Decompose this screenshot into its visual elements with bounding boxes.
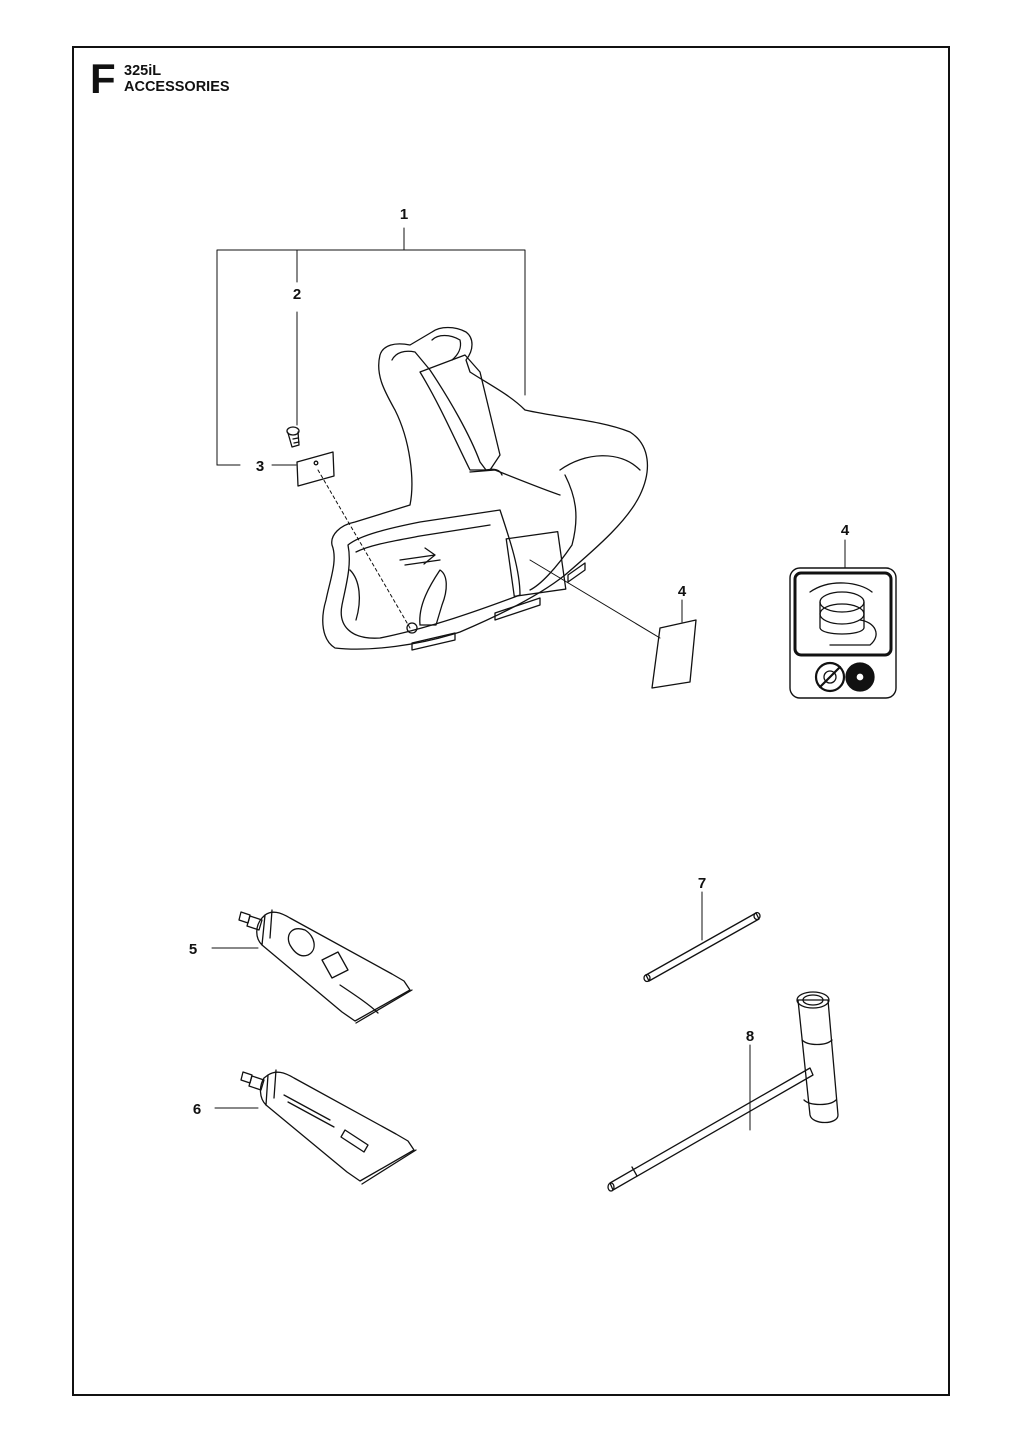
guard-plate (296, 451, 335, 487)
grease-tube-small (214, 1069, 417, 1185)
callout-2: 2 (293, 286, 301, 303)
callout-1: 1 (400, 206, 408, 223)
model-number: 325iL (124, 63, 162, 79)
callout-8: 8 (746, 1028, 754, 1045)
section-title: ACCESSORIES (124, 79, 230, 95)
trimmer-guard (322, 326, 649, 651)
decal (651, 619, 697, 689)
screw (286, 426, 300, 448)
leader-line-4 (529, 559, 661, 639)
callout-5: 5 (189, 941, 197, 958)
callout-6: 6 (193, 1101, 201, 1118)
callout-3: 3 (256, 458, 264, 475)
locking-pin (643, 891, 761, 983)
decal-detail (789, 539, 897, 699)
page-frame (72, 46, 950, 1396)
section-letter: F (90, 55, 116, 102)
combination-spanner (607, 991, 839, 1192)
assembly-line (317, 469, 411, 629)
callout-7: 7 (698, 875, 706, 892)
grease-tube-large (211, 909, 413, 1024)
callout-4-detail: 4 (841, 522, 850, 539)
callout-4-decal: 4 (678, 583, 687, 600)
decal-spin-icon (823, 670, 837, 684)
callout-bracket-1 (216, 227, 526, 466)
